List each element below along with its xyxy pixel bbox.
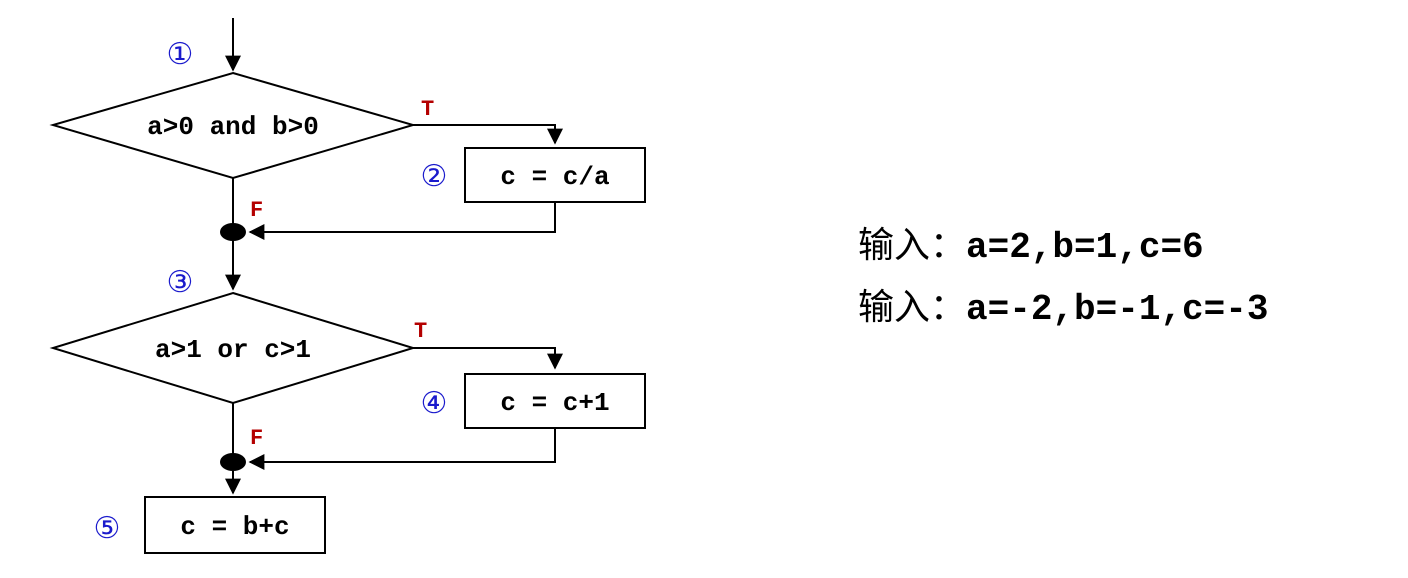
process-2-text: c = c/a [500, 162, 609, 192]
false-label-1: F [250, 198, 263, 223]
junction-1 [220, 223, 246, 241]
test-input-2: 输入：a=-2,b=-1,c=-3 [858, 276, 1268, 338]
marker-4: ④ [421, 386, 448, 421]
marker-1: ① [167, 37, 194, 72]
process-2-return-connector [248, 202, 556, 240]
test-input-1-values: a=2,b=1,c=6 [966, 227, 1204, 268]
decision-2-condition: a>1 or c>1 [155, 335, 311, 365]
process-4-return-connector [248, 428, 556, 470]
marker-3: ③ [167, 265, 194, 300]
process-5-text: c = b+c [180, 512, 289, 542]
true-label-2: T [414, 319, 427, 344]
marker-2: ② [421, 159, 448, 194]
test-inputs: 输入：a=2,b=1,c=6 输入：a=-2,b=-1,c=-3 [858, 214, 1268, 338]
junction-2 [220, 453, 246, 471]
test-input-2-values: a=-2,b=-1,c=-3 [966, 289, 1269, 330]
false-label-2: F [250, 426, 263, 451]
marker-5: ⑤ [94, 511, 121, 546]
test-input-1: 输入：a=2,b=1,c=6 [858, 214, 1268, 276]
decision-1-condition: a>0 and b>0 [147, 112, 319, 142]
test-input-2-label: 输入： [858, 287, 967, 328]
test-input-1-label: 输入： [858, 225, 967, 266]
true-label-1: T [421, 97, 434, 122]
true-branch-1-connector [413, 124, 563, 145]
process-4-text: c = c+1 [500, 388, 609, 418]
true-branch-2-connector [413, 347, 563, 370]
process-5-box [144, 496, 326, 554]
